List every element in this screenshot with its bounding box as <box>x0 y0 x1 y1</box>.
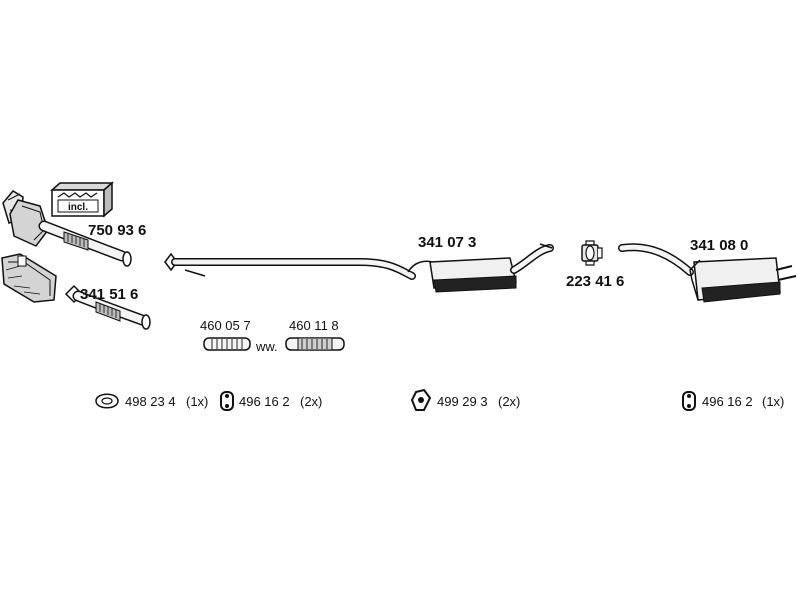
rear-silencer-part-number: 341 08 0 <box>690 237 748 254</box>
center-silencer-part-number: 341 07 3 <box>418 234 476 251</box>
kit-part-number: 750 93 6 <box>88 222 146 239</box>
fitting-3-qty: (2x) <box>498 394 520 409</box>
parts-kit-box-icon <box>50 181 114 218</box>
clamp-part-number: 223 41 6 <box>566 273 624 290</box>
front-pipe-part-number: 341 51 6 <box>80 286 138 303</box>
clamp-223-41-6 <box>581 240 603 266</box>
kit-badge-label: incl. <box>68 202 88 213</box>
fitting-4-qty: (1x) <box>762 394 784 409</box>
fitting-2-number: 496 16 2 <box>239 394 290 409</box>
fitting-1-qty: (1x) <box>186 394 208 409</box>
rubber-mount-icon <box>410 388 432 411</box>
catalytic-converter-lower <box>1 253 57 303</box>
center-silencer-341-07-3 <box>164 243 554 293</box>
front-pipe-341-51-6 <box>64 284 151 330</box>
rear-silencer-341-08-0 <box>618 243 797 303</box>
rubber-hanger-icon <box>682 391 696 411</box>
gasket-ring-icon <box>95 393 119 409</box>
rubber-hanger-icon <box>220 391 234 411</box>
fitting-2-qty: (2x) <box>300 394 322 409</box>
catalytic-converter-upper <box>2 190 132 267</box>
flex-pipe-460-05-7 <box>203 337 251 351</box>
fitting-4-number: 496 16 2 <box>702 394 753 409</box>
alternative-label: ww. <box>255 339 278 354</box>
flex-pipe-1-part-number: 460 05 7 <box>200 318 251 333</box>
flex-pipe-460-11-8 <box>285 337 345 351</box>
flex-pipe-2-part-number: 460 11 8 <box>289 318 339 333</box>
fitting-3-number: 499 29 3 <box>437 394 488 409</box>
fitting-1-number: 498 23 4 <box>125 394 176 409</box>
